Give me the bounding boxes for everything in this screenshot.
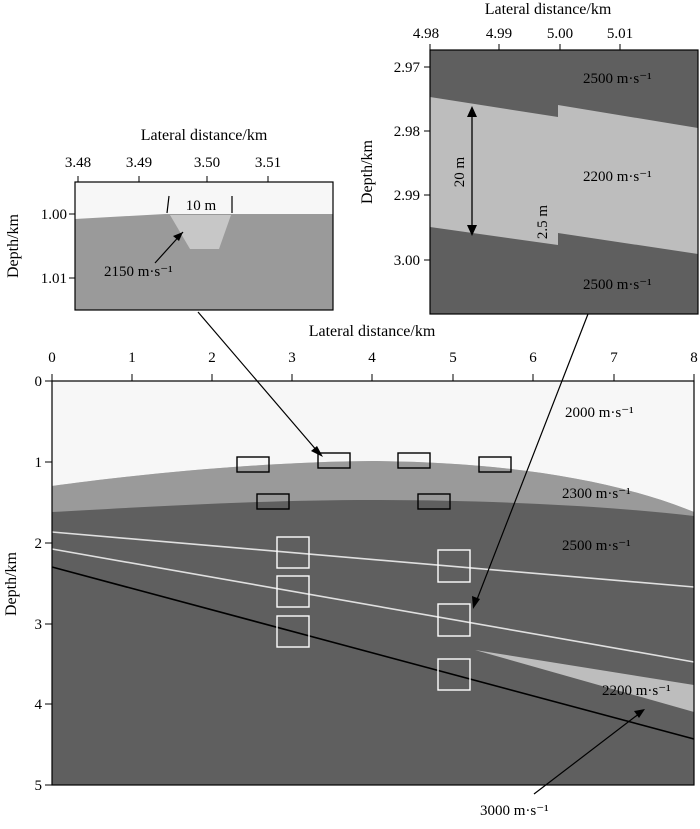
feature-box <box>317 452 351 469</box>
main-y-axis-label: Depth/km <box>3 551 20 616</box>
main-y-tick: 1 <box>35 455 43 471</box>
inset-left-x-tick: 3.49 <box>126 155 152 171</box>
fault-boxes <box>276 536 471 691</box>
feature-box <box>276 575 310 608</box>
feature-box <box>417 493 451 510</box>
inset-right-y-tick: 2.99 <box>394 188 420 204</box>
channel-edge-marker <box>166 195 170 214</box>
channel-fill-2150 <box>170 215 231 249</box>
layer-2300 <box>52 461 694 516</box>
feature-box <box>256 493 290 510</box>
feature-box <box>276 615 310 648</box>
main-x-tick: 5 <box>449 350 457 366</box>
connector-arrow-left-inset <box>197 311 319 453</box>
feature-box <box>437 603 471 637</box>
inset-left-y-axis-label: Depth/km <box>5 213 22 278</box>
main-layer-labels: 2000 m·s⁻¹ 2300 m·s⁻¹ 2500 m·s⁻¹ 2200 m·… <box>562 405 671 699</box>
lens-2200 <box>475 650 694 712</box>
inset-left-y-tick: 1.00 <box>41 207 67 223</box>
main-frame <box>51 380 695 786</box>
inset-right-x-axis-label: Lateral distance/km <box>485 1 612 18</box>
connector-arrows <box>197 311 645 795</box>
inset-left-x-axis-label: Lateral distance/km <box>141 127 268 144</box>
interface-line <box>51 531 695 588</box>
feature-box <box>276 536 310 569</box>
channel-width-label: 10 m <box>186 198 217 214</box>
layer-label-2000: 2000 m·s⁻¹ <box>565 405 634 421</box>
layer-2000 <box>52 381 694 512</box>
arrowhead <box>472 596 480 609</box>
main-x-tick: 4 <box>368 350 376 366</box>
inset-right-velocity-bottom: 2500 m·s⁻¹ <box>583 277 652 293</box>
main-x-tick: 8 <box>690 350 698 366</box>
interface-line <box>51 548 695 663</box>
inset-right-x-tick-labels: 4.98 4.99 5.00 5.01 <box>413 26 633 42</box>
feature-box <box>437 658 471 691</box>
callout-arrow-3000 <box>533 712 641 795</box>
inset-left-x-tick: 3.51 <box>255 155 281 171</box>
connector-arrow-right-inset <box>475 313 589 603</box>
main-x-tick: 6 <box>529 350 537 366</box>
main-x-tick-labels: 0 1 2 3 4 5 6 7 8 <box>48 350 698 366</box>
inset-right: Lateral distance/km 4.98 4.99 5.00 5.01 … <box>359 1 699 315</box>
main-y-tick: 0 <box>35 374 43 390</box>
inset-left-top-layer <box>75 182 333 219</box>
thickness-label: 20 m <box>452 156 468 187</box>
main-x-tick: 1 <box>128 350 136 366</box>
inset-right-y-tick: 2.97 <box>394 60 421 76</box>
callout-label-3000: 3000 m·s⁻¹ <box>480 803 549 819</box>
layer-label-2300: 2300 m·s⁻¹ <box>562 486 631 502</box>
inset-left-x-tick-labels: 3.48 3.49 3.50 3.51 <box>65 155 281 171</box>
inset-right-velocity-top: 2500 m·s⁻¹ <box>583 71 652 87</box>
inset-right-tick-marks <box>424 44 621 261</box>
main-x-axis-label: Lateral distance/km <box>309 323 436 340</box>
inset-right-x-tick: 5.00 <box>547 26 573 42</box>
inset-left-x-tick: 3.48 <box>65 155 91 171</box>
offset-label: 2.5 m <box>535 205 551 240</box>
dipping-boundary-line <box>51 566 695 740</box>
main-model: Lateral distance/km 0 1 2 3 4 5 6 7 8 0 … <box>3 323 698 819</box>
feature-box <box>397 452 431 469</box>
layer-label-2200: 2200 m·s⁻¹ <box>602 683 671 699</box>
channel-velocity-label: 2150 m·s⁻¹ <box>104 264 173 280</box>
inset-right-y-tick-labels: 2.97 2.98 2.99 3.00 <box>394 60 421 269</box>
inset-left-y-tick-labels: 1.00 1.01 <box>41 207 67 287</box>
arrowhead <box>634 709 645 718</box>
inset-right-x-tick: 5.01 <box>607 26 633 42</box>
main-y-tick: 4 <box>35 697 43 713</box>
main-x-tick: 3 <box>288 350 296 366</box>
inset-right-frame <box>429 49 699 315</box>
inset-right-x-tick: 4.98 <box>413 26 439 42</box>
inset-right-y-tick: 2.98 <box>394 124 420 140</box>
inset-right-x-tick: 4.99 <box>486 26 512 42</box>
main-tick-marks <box>45 374 695 786</box>
inset-right-y-tick: 3.00 <box>394 253 420 269</box>
arrowhead <box>173 232 183 241</box>
arrowhead <box>467 225 477 236</box>
feature-box <box>478 456 512 473</box>
main-y-tick: 3 <box>35 617 43 633</box>
inset-right-velocity-labels: 2500 m·s⁻¹ 2200 m·s⁻¹ 2500 m·s⁻¹ <box>583 71 652 293</box>
pinchout-boxes <box>236 452 512 510</box>
arrowhead <box>311 446 323 457</box>
layer-label-2500: 2500 m·s⁻¹ <box>562 538 631 554</box>
inset-right-velocity-middle: 2200 m·s⁻¹ <box>583 169 652 185</box>
inset-right-y-axis-label: Depth/km <box>359 139 376 204</box>
inset-left-x-tick: 3.50 <box>194 155 220 171</box>
inset-right-layer-2200 <box>430 97 698 254</box>
inset-left-tick-marks <box>69 176 269 279</box>
main-y-tick: 2 <box>35 536 43 552</box>
arrowhead <box>467 106 477 117</box>
main-x-tick: 2 <box>208 350 216 366</box>
main-x-tick: 7 <box>610 350 618 366</box>
feature-box <box>437 549 471 583</box>
main-y-tick-labels: 0 1 2 3 4 5 <box>35 374 43 794</box>
feature-box <box>236 456 270 473</box>
inset-left-y-tick: 1.01 <box>41 271 67 287</box>
main-y-tick: 5 <box>35 778 43 794</box>
inset-left: Lateral distance/km 3.48 3.49 3.50 3.51 … <box>5 127 334 311</box>
inset-left-frame <box>74 181 334 311</box>
main-x-tick: 0 <box>48 350 56 366</box>
